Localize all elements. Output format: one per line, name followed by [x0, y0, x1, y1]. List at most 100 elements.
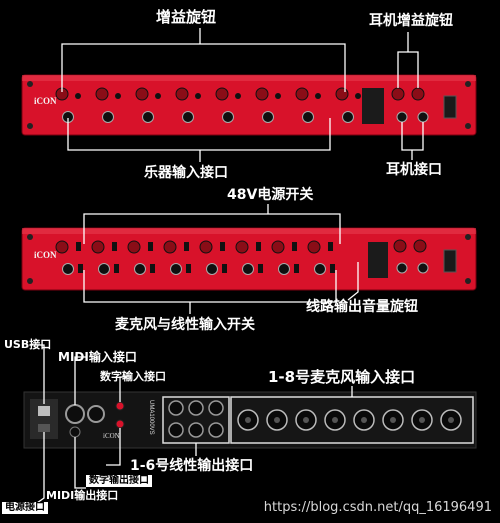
gain-knob[interactable] [199, 240, 213, 254]
gain-knob[interactable] [255, 87, 269, 101]
jack[interactable] [396, 262, 408, 274]
small-knob[interactable] [315, 93, 321, 99]
mount-hole [27, 234, 33, 240]
input-jack[interactable] [278, 263, 290, 275]
midi-in-port[interactable] [65, 404, 85, 424]
instrument-jack[interactable] [142, 111, 154, 123]
mic-line-switch[interactable] [114, 264, 119, 273]
phantom-switch[interactable] [148, 242, 153, 251]
line-out-knob-1[interactable] [393, 239, 407, 253]
mount-hole [27, 278, 33, 284]
headphone-gain-knob-1[interactable] [391, 87, 405, 101]
instrument-input-label: 乐器输入接口 [144, 165, 228, 181]
small-knob[interactable] [155, 93, 161, 99]
gain-knob[interactable] [235, 240, 249, 254]
headphone-gain-label: 耳机增益旋钮 [369, 13, 453, 29]
mic-in-port-core [274, 417, 280, 423]
mic-line-switch[interactable] [78, 264, 83, 273]
line-out-port[interactable] [208, 400, 224, 416]
mic-line-switch[interactable] [258, 264, 263, 273]
phantom-switch[interactable] [220, 242, 225, 251]
usb-label: USB接口 [4, 338, 52, 351]
midi-out-port[interactable] [69, 426, 81, 438]
input-jack[interactable] [62, 263, 74, 275]
small-knob[interactable] [235, 93, 241, 99]
digital-in-label: 数字输入接口 [100, 370, 166, 383]
front-panel-middle: iCON [21, 227, 477, 291]
callout-line [74, 356, 86, 405]
mic-in-port-core [361, 417, 367, 423]
mic-line-switch[interactable] [294, 264, 299, 273]
callout-line [119, 376, 127, 402]
line-out-port[interactable] [208, 422, 224, 438]
jack[interactable] [417, 262, 429, 274]
input-jack[interactable] [314, 263, 326, 275]
instrument-jack[interactable] [262, 111, 274, 123]
instrument-jack[interactable] [342, 111, 354, 123]
mic-line-switch-label: 麦克风与线性输入开关 [115, 317, 255, 333]
gain-knob[interactable] [215, 87, 229, 101]
power-switch[interactable] [443, 95, 457, 119]
mount-hole [465, 123, 471, 129]
instrument-jack[interactable] [302, 111, 314, 123]
small-knob[interactable] [75, 93, 81, 99]
small-knob[interactable] [355, 93, 361, 99]
gain-knob[interactable] [127, 240, 141, 254]
small-knob[interactable] [275, 93, 281, 99]
phantom-switch[interactable] [292, 242, 297, 251]
callout-line [106, 428, 121, 466]
phantom-switch[interactable] [112, 242, 117, 251]
input-jack[interactable] [170, 263, 182, 275]
usb-port[interactable] [38, 406, 50, 416]
digital-in-port[interactable] [115, 401, 125, 411]
mic-line-switch[interactable] [222, 264, 227, 273]
digital-out-label: 数字输出接口 [86, 475, 152, 487]
line-out-port[interactable] [188, 422, 204, 438]
gain-knob[interactable] [91, 240, 105, 254]
phantom-switch[interactable] [328, 242, 333, 251]
phantom-switch[interactable] [184, 242, 189, 251]
mic-line-switch[interactable] [330, 264, 335, 273]
callout-line [30, 344, 45, 404]
phantom-switch[interactable] [76, 242, 81, 251]
line-out-port[interactable] [168, 422, 184, 438]
mount-hole [27, 123, 33, 129]
power-port[interactable] [38, 424, 50, 432]
input-jack[interactable] [98, 263, 110, 275]
gain-knob[interactable] [307, 240, 321, 254]
headphone-jack-1[interactable] [396, 111, 408, 123]
gain-knob[interactable] [55, 240, 69, 254]
gain-knob[interactable] [163, 240, 177, 254]
brand-logo: iCON [34, 250, 57, 260]
headphone-gain-knob-2[interactable] [411, 87, 425, 101]
power-label: 电源接口 [2, 502, 48, 514]
line-out-port[interactable] [188, 400, 204, 416]
instrument-jack[interactable] [182, 111, 194, 123]
line-out-port[interactable] [168, 400, 184, 416]
gain-knob[interactable] [175, 87, 189, 101]
panel-middle-body [21, 227, 477, 291]
mic-line-switch[interactable] [186, 264, 191, 273]
gain-knob[interactable] [271, 240, 285, 254]
gain-knob[interactable] [295, 87, 309, 101]
power-switch[interactable] [443, 249, 457, 273]
phantom-switch[interactable] [256, 242, 261, 251]
rear-panel: iCON UMA1000VS [23, 391, 477, 449]
line-out-knob-label: 线路输出音量旋钮 [306, 299, 418, 315]
input-jack[interactable] [206, 263, 218, 275]
input-jack[interactable] [242, 263, 254, 275]
instrument-jack[interactable] [222, 111, 234, 123]
midi-port-2[interactable] [87, 405, 105, 423]
line-out-knob-2[interactable] [413, 239, 427, 253]
instrument-jack[interactable] [102, 111, 114, 123]
input-jack[interactable] [134, 263, 146, 275]
gain-knob[interactable] [335, 87, 349, 101]
mic-line-switch[interactable] [150, 264, 155, 273]
midi-in-label: MIDI输入接口 [58, 350, 137, 364]
gain-knob[interactable] [95, 87, 109, 101]
small-knob[interactable] [115, 93, 121, 99]
digital-out-port[interactable] [115, 419, 125, 429]
small-knob[interactable] [195, 93, 201, 99]
gain-knob[interactable] [135, 87, 149, 101]
headphone-jack-2[interactable] [417, 111, 429, 123]
